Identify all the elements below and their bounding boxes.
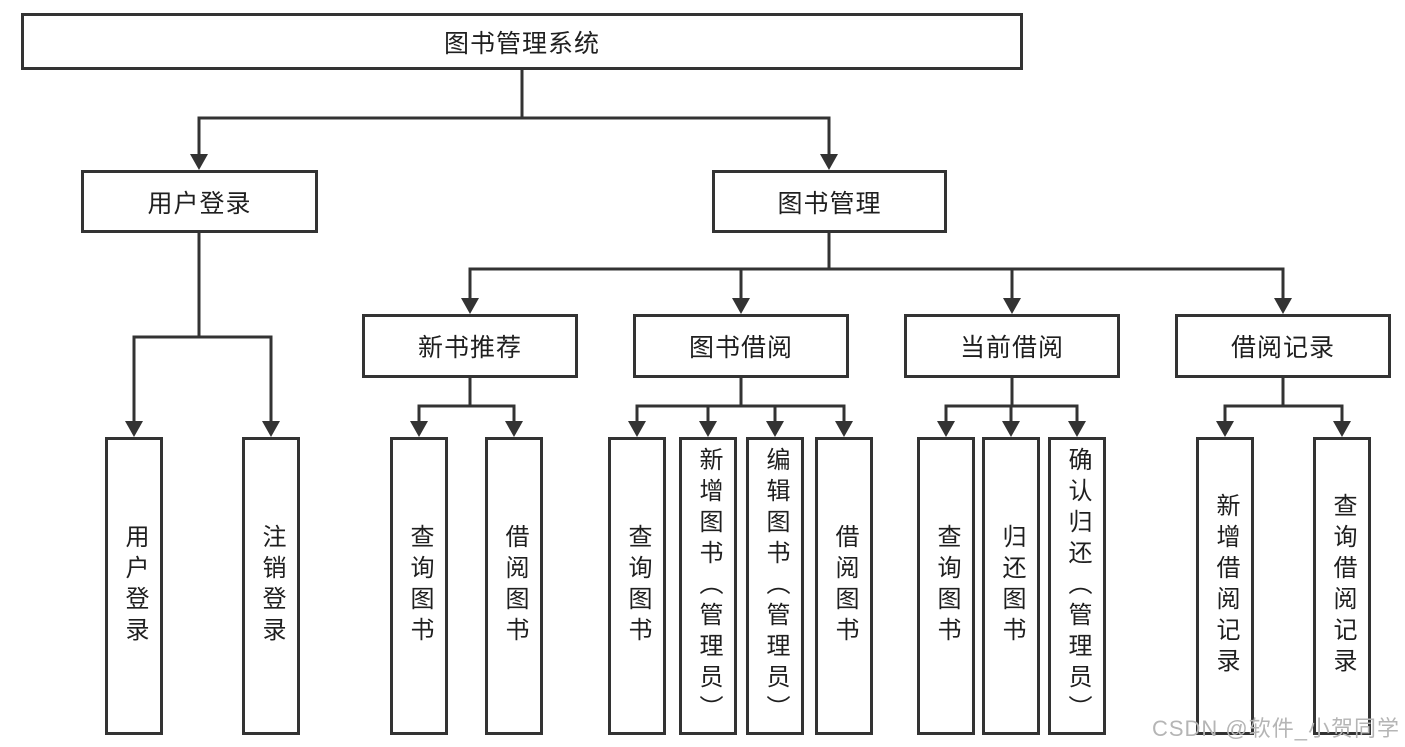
- node-new-book-recommend: 新书推荐: [362, 314, 578, 378]
- arrow-down-icon: [937, 421, 955, 437]
- node-leaf-query-books-3: 查询图书: [917, 437, 975, 735]
- arrow-down-icon: [766, 421, 784, 437]
- arrow-down-icon: [699, 421, 717, 437]
- arrow-down-icon: [410, 421, 428, 437]
- node-label: 当前借阅: [959, 334, 1064, 362]
- node-label: 编辑图书（管理员）: [762, 446, 789, 726]
- arrow-down-icon: [835, 421, 853, 437]
- arrow-down-icon: [1068, 421, 1086, 437]
- arrow-down-icon: [1333, 421, 1351, 437]
- arrow-down-icon: [628, 421, 646, 437]
- arrow-down-icon: [732, 298, 750, 314]
- connector-book-borrow-branch: [635, 376, 846, 424]
- node-label: 查询图书: [406, 524, 433, 648]
- node-leaf-confirm-return-admin: 确认归还（管理员）: [1048, 437, 1106, 735]
- arrow-down-icon: [262, 421, 280, 437]
- node-borrowing-records: 借阅记录: [1175, 314, 1391, 378]
- connector-book-mgmt-branch: [468, 231, 1285, 301]
- node-book-management: 图书管理: [712, 170, 947, 233]
- node-label: 图书管理: [777, 189, 882, 218]
- node-user-login: 用户登录: [81, 170, 318, 233]
- arrow-down-icon: [1274, 298, 1292, 314]
- connector-new-book-branch: [417, 376, 516, 424]
- connector-borrow-record-branch: [1223, 376, 1344, 424]
- node-label: 新增图书（管理员）: [695, 446, 722, 726]
- node-label: 查询图书: [933, 524, 960, 648]
- node-leaf-return-books: 归还图书: [982, 437, 1040, 735]
- arrow-down-icon: [505, 421, 523, 437]
- node-label: 图书管理系统: [443, 29, 600, 58]
- node-label: 借阅记录: [1230, 334, 1335, 362]
- node-book-borrowing: 图书借阅: [633, 314, 849, 378]
- node-leaf-user-login: 用户登录: [105, 437, 163, 735]
- arrow-down-icon: [461, 298, 479, 314]
- node-label: 借阅图书: [831, 524, 858, 648]
- node-library-system: 图书管理系统: [21, 13, 1023, 70]
- node-current-borrowing: 当前借阅: [904, 314, 1120, 378]
- node-label: 注销登录: [258, 524, 285, 648]
- node-leaf-query-books-1: 查询图书: [390, 437, 448, 735]
- node-label: 确认归还（管理员）: [1064, 446, 1091, 726]
- arrow-down-icon: [820, 154, 838, 170]
- node-label: 新增借阅记录: [1212, 493, 1239, 679]
- node-label: 新书推荐: [417, 334, 522, 362]
- node-label: 归还图书: [998, 524, 1025, 648]
- arrow-down-icon: [1002, 421, 1020, 437]
- node-leaf-borrow-books-2: 借阅图书: [815, 437, 873, 735]
- node-leaf-logout: 注销登录: [242, 437, 300, 735]
- node-label: 查询图书: [624, 524, 651, 648]
- node-label: 图书借阅: [688, 334, 793, 362]
- node-leaf-query-borrow-record: 查询借阅记录: [1313, 437, 1371, 735]
- node-label: 查询借阅记录: [1329, 493, 1356, 679]
- node-leaf-edit-books-admin: 编辑图书（管理员）: [746, 437, 804, 735]
- connector-root-branch: [197, 68, 831, 158]
- node-leaf-add-borrow-record: 新增借阅记录: [1196, 437, 1254, 735]
- node-leaf-borrow-books-1: 借阅图书: [485, 437, 543, 735]
- connector-user-login-branch: [132, 231, 273, 424]
- arrow-down-icon: [125, 421, 143, 437]
- connector-current-borrow-branch: [944, 376, 1079, 424]
- csdn-watermark: CSDN @软件_小贺同学: [1151, 716, 1400, 741]
- node-label: 用户登录: [121, 524, 148, 648]
- arrow-down-icon: [190, 154, 208, 170]
- node-leaf-query-books-2: 查询图书: [608, 437, 666, 735]
- arrow-down-icon: [1003, 298, 1021, 314]
- node-label: 借阅图书: [501, 524, 528, 648]
- node-label: 用户登录: [147, 189, 252, 218]
- node-leaf-add-books-admin: 新增图书（管理员）: [679, 437, 737, 735]
- arrow-down-icon: [1216, 421, 1234, 437]
